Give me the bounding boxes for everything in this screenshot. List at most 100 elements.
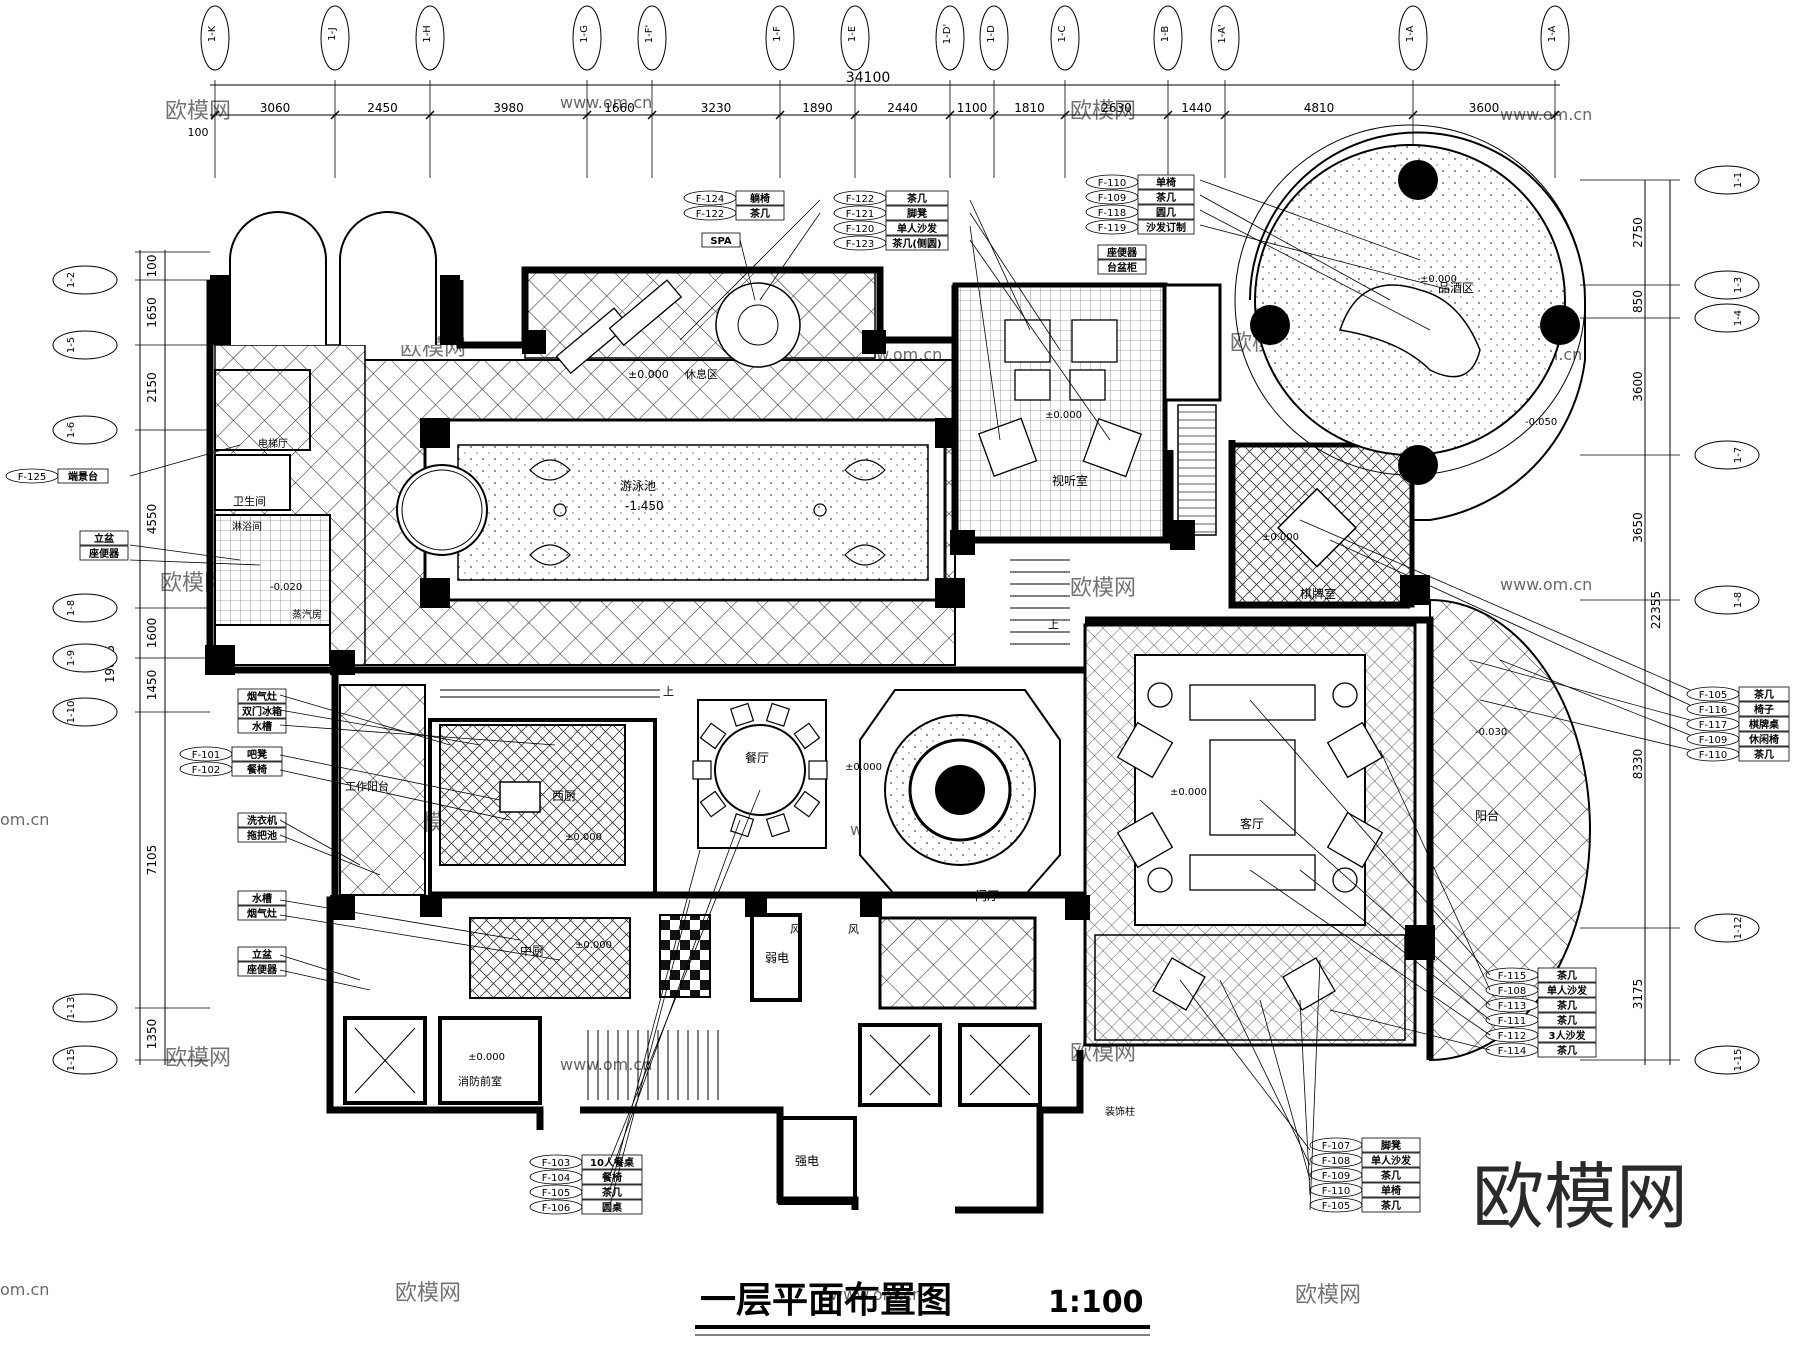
lounge-chairs xyxy=(1152,957,1336,1011)
top-dimension-label: 3060 xyxy=(260,101,291,115)
dining-chair xyxy=(729,702,755,727)
dining-chairs xyxy=(692,702,828,838)
left-dimension-label: 1600 xyxy=(145,618,159,649)
axis-bubble xyxy=(1694,303,1760,333)
balcony-level: -0.030 xyxy=(1475,727,1507,738)
top-dimension-label: 1100 xyxy=(957,101,988,115)
furniture-name: 茶几 xyxy=(1380,1199,1401,1212)
furniture-name: 10人餐桌 xyxy=(590,1156,634,1169)
furniture-code: F-124 xyxy=(696,194,724,205)
furniture-code: F-109 xyxy=(1322,1171,1350,1182)
top-dimension-label: 1440 xyxy=(1181,101,1212,115)
living-lounge xyxy=(1094,934,1406,1041)
wash-level: -0.020 xyxy=(270,582,302,593)
av-room-furniture xyxy=(977,319,1142,478)
fixture-name: 烟气灶 xyxy=(247,690,277,703)
axis-label: 1-4 xyxy=(1733,310,1744,326)
furniture-name: 茶几 xyxy=(1556,969,1577,982)
axis-label: 1-J xyxy=(327,27,338,40)
furniture-name: 圆几 xyxy=(1156,207,1176,219)
fixture-name: 水槽 xyxy=(251,892,272,905)
drawing-scale: 1:100 xyxy=(1048,1285,1144,1320)
furniture-code: F-101 xyxy=(192,750,220,761)
axis-label: 1-F' xyxy=(644,25,655,43)
top-dimension-slash xyxy=(1550,110,1560,120)
watermark: 欧模网 xyxy=(395,1281,461,1306)
balcony-label: 阳台 xyxy=(1475,808,1499,823)
top-dimension-label: 1810 xyxy=(1014,101,1045,115)
furniture-code: F-113 xyxy=(1498,1001,1526,1012)
fixture-tag: 水槽 xyxy=(237,718,287,734)
furniture-name: 脚凳 xyxy=(1381,1139,1401,1152)
furniture-code: F-125 xyxy=(18,472,46,483)
right-dimension-label: 3600 xyxy=(1631,371,1645,402)
top-dimension-slash xyxy=(425,110,435,120)
bathroom-label: 卫生间 xyxy=(233,494,266,508)
watermark-url: www.om.cn xyxy=(560,93,652,112)
dining-chair xyxy=(793,722,821,750)
top-dimension-slash xyxy=(850,110,860,120)
axis-bubble xyxy=(52,593,118,623)
furniture-tag: F-115 茶几 xyxy=(1485,967,1597,983)
av-room-level: ±0.000 xyxy=(1045,410,1082,421)
axis-bubble xyxy=(52,697,118,727)
weak-electric-label: 弱电 xyxy=(765,951,789,965)
axis-bubble xyxy=(637,5,667,71)
axis-label: 1-12 xyxy=(1733,917,1744,940)
axis-bubble xyxy=(1398,5,1428,71)
furniture-tag: F-101 吧凳 xyxy=(179,746,283,762)
fire-lobby xyxy=(438,1016,542,1105)
chess-room-label: 棋牌室 xyxy=(1300,586,1336,601)
work-balcony-label: 工作阳台 xyxy=(345,779,389,793)
strong-electric-label: 强电 xyxy=(795,1154,819,1168)
spa-ring xyxy=(737,304,779,346)
left-dimension-label: 7105 xyxy=(145,845,159,876)
furniture-name: 茶几 xyxy=(1556,1044,1577,1057)
jacuzzi xyxy=(396,464,488,556)
axis-label: 1-A xyxy=(1405,26,1416,43)
stair-up-label: 上 xyxy=(1048,618,1059,631)
top-dimension-label: 2630 xyxy=(1101,101,1132,115)
watermark: 欧模网 xyxy=(165,99,231,124)
chinese-kitchen-level: ±0.000 xyxy=(575,940,612,951)
axis-bubble xyxy=(935,5,965,71)
watermark-url: om.cn xyxy=(0,810,49,829)
axis-bubble xyxy=(572,5,602,71)
furniture-code: F-115 xyxy=(1498,971,1526,982)
furniture-name: 茶几 xyxy=(906,192,927,205)
furniture-name: 茶几 xyxy=(1556,999,1577,1012)
axis-bubble xyxy=(1694,585,1760,615)
fixture-name: 立盆 xyxy=(252,948,273,961)
fixture-tag: 拖把池 xyxy=(237,827,287,843)
pool-label: 游泳池 xyxy=(620,479,656,493)
top-dimension-slash xyxy=(1060,110,1070,120)
kitchen-island xyxy=(499,781,541,813)
top-dimension-slash xyxy=(989,110,999,120)
axis-label: 1-5 xyxy=(66,337,77,353)
fixture-name: 座便器 xyxy=(246,963,278,976)
furniture-code: F-108 xyxy=(1322,1156,1350,1167)
foyer-medallion-center xyxy=(935,765,985,815)
dining-label: 餐厅 xyxy=(745,750,769,765)
living-room-label: 客厅 xyxy=(1240,816,1264,831)
west-kitchen-label: 西厨 xyxy=(552,789,576,803)
top-offset-dimension: 100 xyxy=(188,126,209,139)
right-dimension-lines xyxy=(1644,180,1671,1065)
top-dimension-label: 3230 xyxy=(701,101,732,115)
furniture-code: F-105 xyxy=(1699,690,1727,701)
furniture-name: 茶几 xyxy=(1753,748,1774,761)
axis-bubble xyxy=(765,5,795,71)
furniture-name: 休闲椅 xyxy=(1748,733,1779,746)
furniture-name: 吧凳 xyxy=(247,748,267,761)
rest-area-label: 休息区 xyxy=(685,367,718,381)
fixture-tag: 双门冰箱 xyxy=(237,703,287,719)
furniture-name: 3人沙发 xyxy=(1549,1029,1587,1042)
bar-step-level: -0.050 xyxy=(1525,417,1557,428)
furniture-name: 沙发订制 xyxy=(1146,221,1186,234)
